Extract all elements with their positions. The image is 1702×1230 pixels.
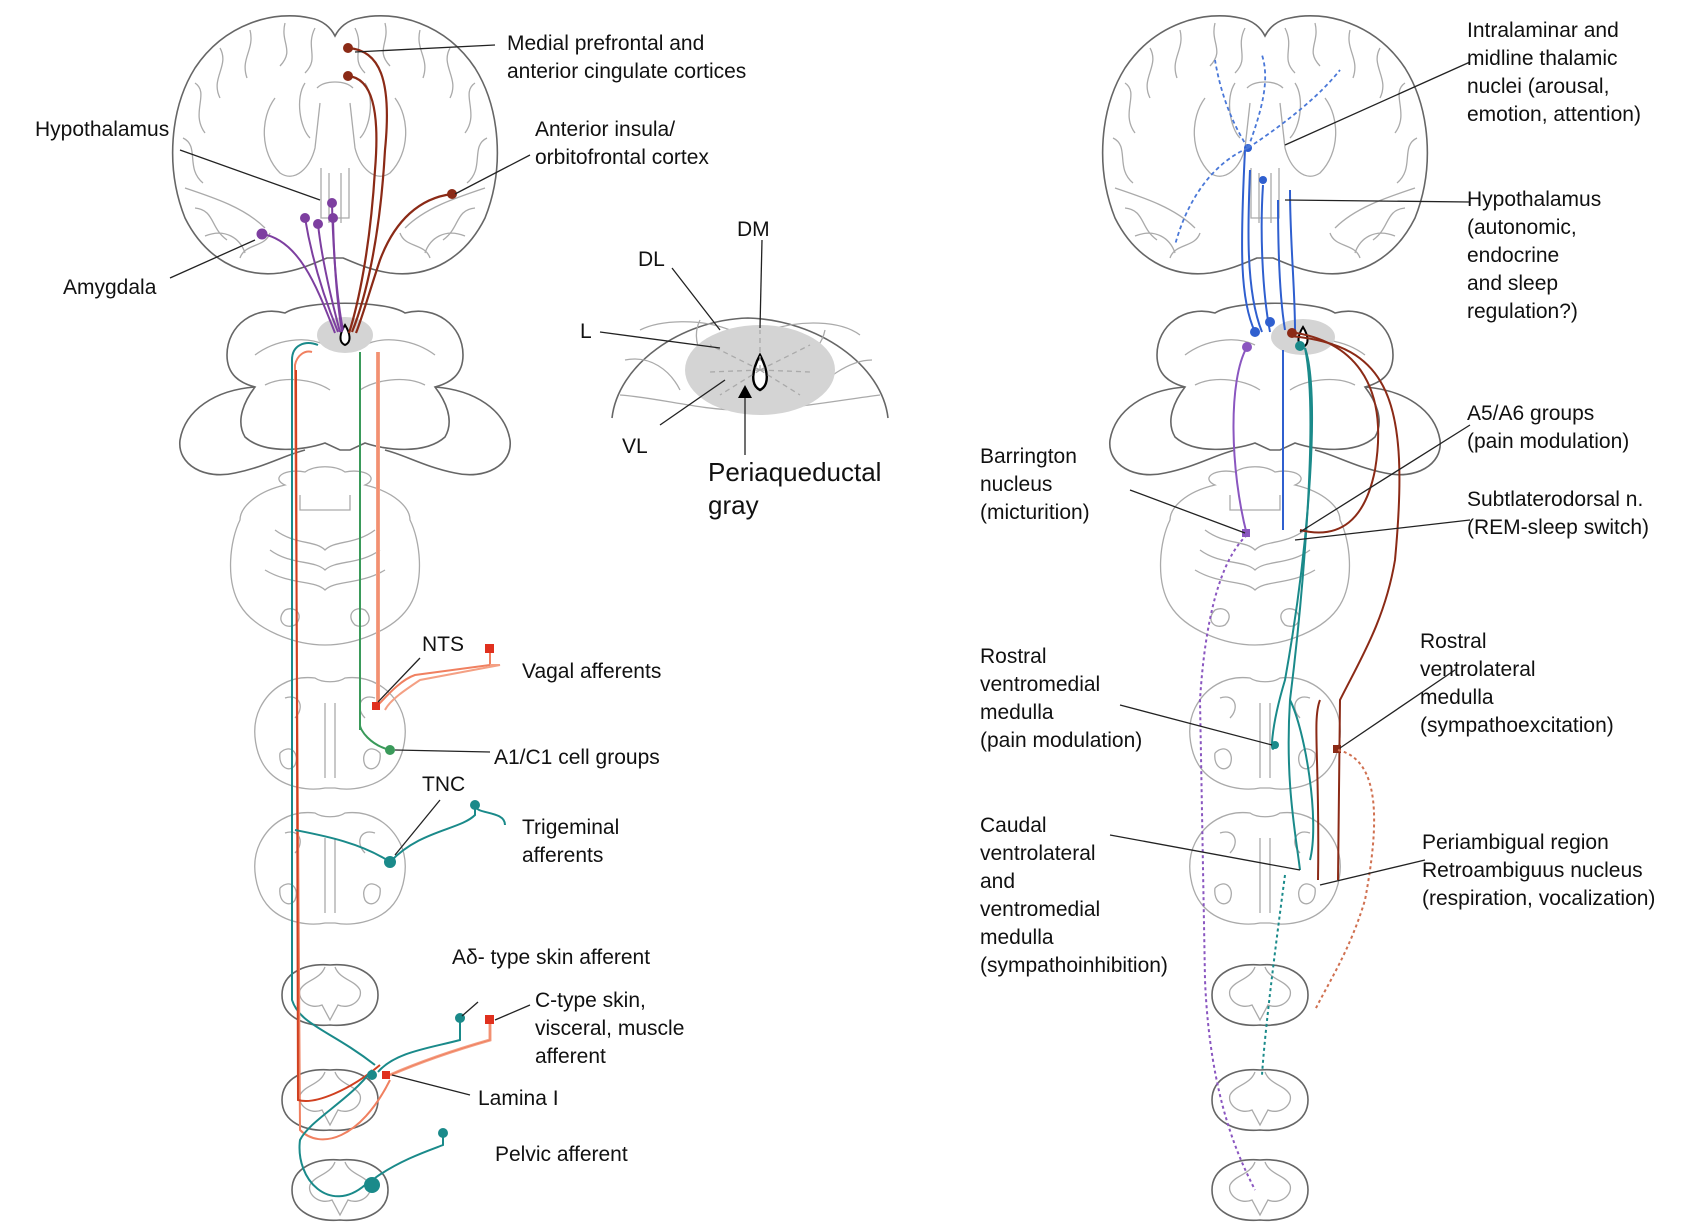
label-pag-dl: DL xyxy=(638,248,665,271)
left-brain-section xyxy=(171,14,499,275)
label-insula: Anterior insula/ orbitofrontal cortex xyxy=(535,118,709,169)
trigeminal-pathway xyxy=(294,800,506,868)
barrington-projection xyxy=(1198,342,1256,1191)
pag-inset-arrowhead xyxy=(738,385,752,398)
right-cervical-cord-section xyxy=(1211,963,1309,1027)
left-panel xyxy=(169,14,531,1222)
right-pons-section xyxy=(1159,466,1351,646)
left-pons-section xyxy=(229,466,421,646)
thalamic-dashed-projections xyxy=(1174,54,1341,246)
right-sacral-cord-section xyxy=(1211,1158,1309,1222)
label-left-hypothalamus: Hypothalamus xyxy=(35,118,170,141)
label-amygdala: Amygdala xyxy=(63,276,157,299)
label-vagal: Vagal afferents xyxy=(522,660,662,683)
label-pag-title: Periaqueductal gray xyxy=(708,457,882,520)
right-leader-lines xyxy=(1109,61,1471,886)
pag-inset xyxy=(599,239,889,455)
label-nts: NTS xyxy=(422,633,464,656)
label-right-hypothalamus: Hypothalamus (autonomic, endocrine and s… xyxy=(1467,188,1602,323)
left-medulla-section xyxy=(254,676,406,790)
left-caudal-medulla-section xyxy=(254,811,406,925)
label-pag-dm: DM xyxy=(737,218,770,241)
spinal-afferent-pathways xyxy=(364,1013,494,1193)
label-rvm: Rostral ventromedial medulla (pain modul… xyxy=(980,645,1143,752)
label-pag-l: L xyxy=(580,320,592,343)
cortical-projections xyxy=(343,43,457,334)
left-leader-lines xyxy=(169,44,531,1096)
label-rvlm: Rostral ventrolateral medulla (sympathoe… xyxy=(1420,630,1614,737)
pag-inset-outline xyxy=(611,317,889,419)
right-panel xyxy=(1101,14,1471,1222)
label-a5a6: A5/A6 groups (pain modulation) xyxy=(1467,402,1630,453)
label-tnc: TNC xyxy=(422,773,466,796)
label-subl: Subtlaterodorsal n. (REM-sleep switch) xyxy=(1467,488,1650,539)
label-barrington: Barrington nucleus (micturition) xyxy=(980,445,1090,524)
right-thoracic-cord-section xyxy=(1211,1068,1309,1132)
label-ctype: C-type skin, visceral, muscle afferent xyxy=(535,989,685,1068)
left-cervical-cord-section xyxy=(281,963,379,1027)
right-brain-section xyxy=(1101,14,1429,275)
label-adelta: Aδ- type skin afferent xyxy=(452,946,651,969)
rvm-cvlm-projections xyxy=(1261,341,1315,1076)
hypothalamic-projections xyxy=(256,198,344,334)
label-cvlm: Caudal ventrolateral and ventromedial me… xyxy=(980,814,1168,977)
label-periambigual: Periambigual region Retroambiguus nucleu… xyxy=(1422,831,1656,910)
rvlm-a5-projections xyxy=(1287,328,1401,1011)
label-pelvic: Pelvic afferent xyxy=(495,1143,628,1166)
label-mpfc: Medial prefrontal and anterior cingulate… xyxy=(507,32,747,83)
vagal-afferent-pathway xyxy=(359,644,501,755)
label-pag-vl: VL xyxy=(622,435,648,458)
label-a1c1: A1/C1 cell groups xyxy=(494,746,660,769)
label-intralaminar: Intralaminar and midline thalamic nuclei… xyxy=(1467,19,1641,126)
pag-inset-aqueduct xyxy=(752,352,768,392)
ascending-tracts xyxy=(291,342,391,1198)
label-lamina: Lamina I xyxy=(478,1087,559,1110)
label-trigeminal: Trigeminal afferents xyxy=(522,816,620,867)
